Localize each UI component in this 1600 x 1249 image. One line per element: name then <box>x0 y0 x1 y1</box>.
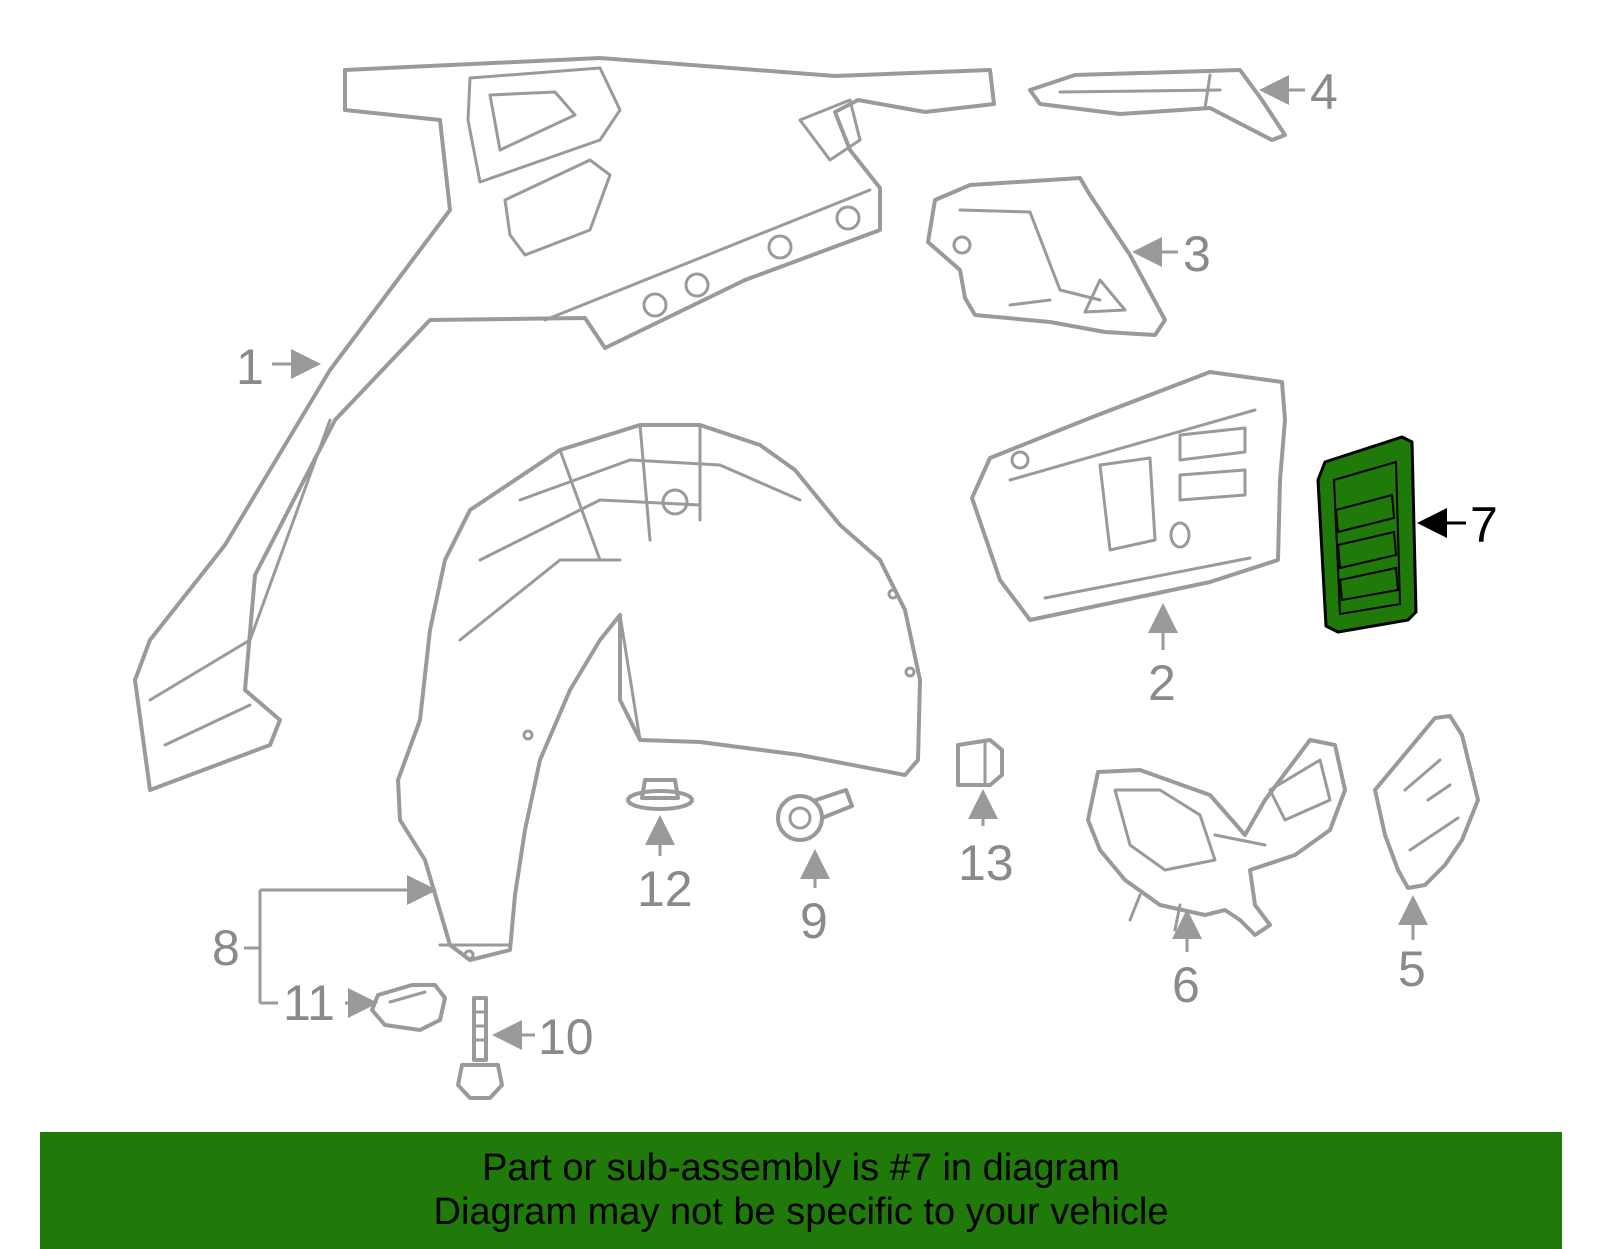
callout-7-label: 7 <box>1470 497 1498 553</box>
callout-12[interactable]: 12 <box>637 815 693 917</box>
callout-4-label: 4 <box>1310 64 1338 120</box>
callout-8-label: 8 <box>212 920 240 976</box>
callout-1-label: 1 <box>236 339 264 395</box>
part-7-vent-highlighted[interactable] <box>1316 435 1418 634</box>
callout-10[interactable]: 10 <box>492 1009 594 1065</box>
callout-1[interactable]: 1 <box>236 339 321 395</box>
callout-2[interactable]: 2 <box>1148 603 1178 711</box>
callout-11[interactable]: 11 <box>260 975 378 1031</box>
part-2-panel[interactable] <box>970 370 1287 622</box>
callout-13-label: 13 <box>958 835 1014 891</box>
part-10-bolt[interactable] <box>456 996 504 1100</box>
callout-3[interactable]: 3 <box>1132 226 1211 282</box>
callout-7[interactable]: 7 <box>1417 497 1498 553</box>
part-9-screw[interactable] <box>776 788 854 842</box>
part-3-bracket[interactable] <box>926 176 1167 337</box>
info-banner: Part or sub-assembly is #7 in diagram Di… <box>40 1132 1562 1249</box>
part-6-fuel-filler-housing[interactable] <box>1086 738 1347 937</box>
callout-3-label: 3 <box>1183 226 1211 282</box>
banner-line-part-info: Part or sub-assembly is #7 in diagram <box>482 1147 1120 1189</box>
callout-13[interactable]: 13 <box>958 789 1014 891</box>
callout-2-label: 2 <box>1148 655 1176 711</box>
callout-6-label: 6 <box>1172 957 1200 1013</box>
callout-8-bracket <box>244 890 262 1003</box>
callout-4[interactable]: 4 <box>1259 64 1338 120</box>
callout-9-label: 9 <box>800 893 828 949</box>
part-11-clip[interactable] <box>370 983 447 1032</box>
part-13-nut-clip[interactable] <box>956 738 1004 787</box>
callout-6[interactable]: 6 <box>1172 909 1202 1013</box>
part-1-quarter-inner-panel[interactable] <box>133 56 996 792</box>
callout-9[interactable]: 9 <box>800 849 830 949</box>
part-4-rail[interactable] <box>1028 68 1287 142</box>
part-8-wheelhouse-liner[interactable] <box>396 423 922 962</box>
callout-12-label: 12 <box>637 861 693 917</box>
callout-11-label: 11 <box>283 975 335 1031</box>
callout-5-label: 5 <box>1398 941 1426 997</box>
part-12-push-pin[interactable] <box>626 778 694 811</box>
callout-5[interactable]: 5 <box>1398 895 1428 997</box>
part-5-fuel-door[interactable] <box>1373 714 1480 890</box>
callout-10-label: 10 <box>538 1009 594 1065</box>
callout-8[interactable]: 8 <box>212 875 437 1003</box>
banner-line-disclaimer: Diagram may not be specific to your vehi… <box>433 1191 1169 1233</box>
